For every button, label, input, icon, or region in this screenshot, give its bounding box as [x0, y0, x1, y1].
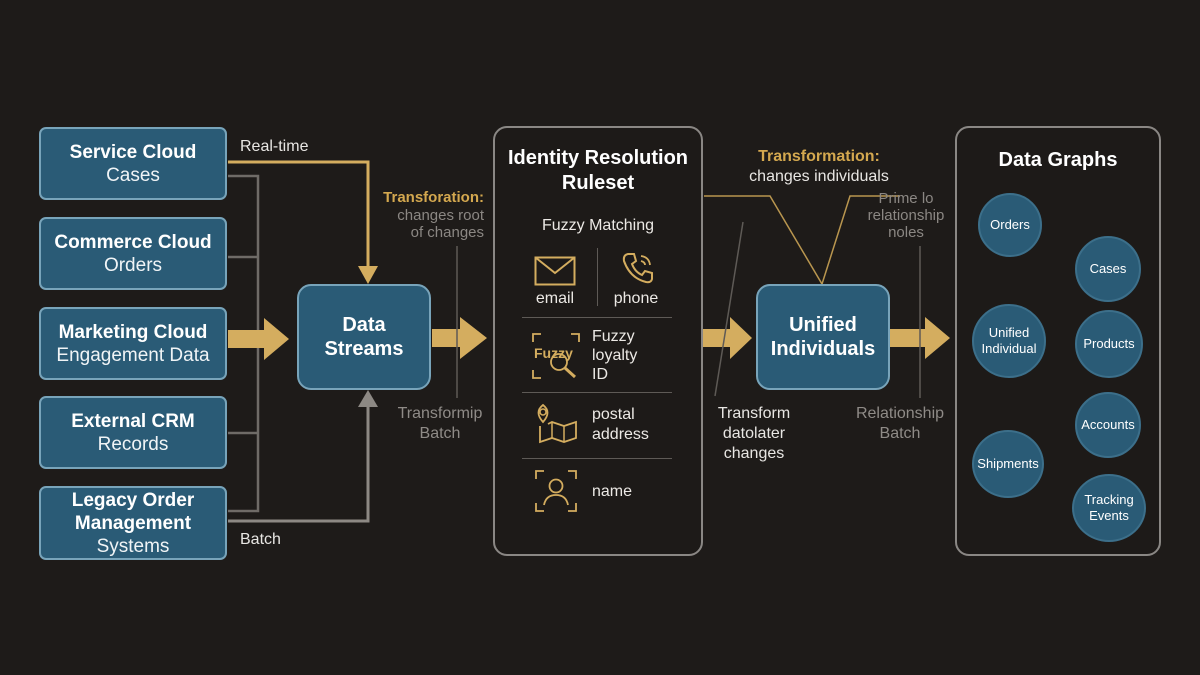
identity-title-line2: Ruleset	[561, 172, 635, 194]
transformation-label-line2: of changes	[410, 224, 484, 241]
relationship-batch-line2: Batch	[879, 425, 921, 442]
node-label: Accounts	[1081, 417, 1135, 432]
graph-node-unified-individual[interactable]: Unified Individual	[972, 304, 1046, 378]
node-label: Shipments	[977, 456, 1039, 471]
data-streams-box[interactable]: Data Streams	[297, 284, 431, 390]
transform-batch-label-line1: Transformip	[397, 405, 483, 422]
transformation2-label-line1: changes individuals	[749, 168, 889, 185]
node-label: Orders	[990, 217, 1030, 232]
fuzzy-icon-text: Fuzzy	[534, 345, 573, 361]
graph-node-tracking-events[interactable]: Tracking Events	[1072, 474, 1146, 542]
source-subtitle: Cases	[106, 164, 160, 186]
source-legacy-order-management[interactable]: Legacy Order Management Systems	[39, 486, 227, 560]
identity-resolution-panel: Identity Resolution Ruleset	[493, 126, 703, 556]
name-label: name	[592, 483, 633, 500]
source-subtitle: Systems	[96, 535, 170, 557]
identity-to-unified-arrow	[703, 317, 752, 359]
envelope-icon	[534, 256, 576, 291]
batch-connector	[228, 405, 370, 523]
source-title: Commerce Cloud	[54, 231, 212, 253]
identity-title-line1: Identity Resolution	[508, 147, 688, 169]
transformation2-label-title: Transformation:	[758, 148, 880, 165]
realtime-arrowhead	[358, 266, 378, 284]
prime-label-line1: Prime lo	[878, 190, 934, 207]
data-streams-line2: Streams	[324, 338, 404, 360]
map-pin-icon	[532, 402, 578, 451]
email-label: email	[535, 290, 575, 307]
transform-later-line	[714, 221, 744, 397]
graph-node-cases[interactable]: Cases	[1075, 236, 1141, 302]
transform-later-line3: changes	[723, 445, 785, 462]
source-external-crm[interactable]: External CRM Records	[39, 396, 227, 469]
marketing-to-streams-arrow	[228, 318, 289, 360]
rule-divider-1	[522, 317, 672, 318]
source-title: External CRM	[71, 410, 195, 432]
node-label-line1: Tracking	[1084, 492, 1134, 507]
source-title: Legacy Order	[71, 489, 195, 511]
loyalty-line1: Fuzzy	[592, 328, 635, 345]
transform-batch-label-line2: Batch	[419, 425, 461, 442]
data-graphs-title: Data Graphs	[998, 149, 1118, 171]
prime-label-line2: relationship	[867, 207, 945, 224]
person-scan-icon	[534, 469, 578, 518]
prime-label-line3: noles	[888, 224, 924, 241]
transform-later-line2: datolater	[722, 425, 786, 442]
source-commerce-cloud[interactable]: Commerce Cloud Orders	[39, 217, 227, 290]
transformation-label-line1: changes root	[397, 207, 484, 224]
source-service-cloud[interactable]: Service Cloud Cases	[39, 127, 227, 200]
data-streams-line1: Data	[342, 314, 386, 336]
node-label-line1: Unified	[988, 325, 1030, 340]
postal-line2: address	[592, 426, 649, 443]
node-label: Cases	[1089, 261, 1127, 276]
source-subtitle: Records	[97, 433, 169, 455]
fuzzy-matching-label: Fuzzy Matching	[541, 217, 655, 234]
batch-label: Batch	[240, 531, 281, 548]
node-label-line2: Individual	[981, 341, 1037, 356]
email-phone-divider	[597, 248, 598, 306]
rule-divider-2	[522, 392, 672, 393]
transformation-label-title: Transforation:	[383, 189, 484, 206]
node-label-line2: Events	[1089, 508, 1129, 523]
unified-line1: Unified	[789, 314, 857, 336]
source-subtitle: Engagement Data	[56, 344, 210, 366]
source-marketing-cloud[interactable]: Marketing Cloud Engagement Data	[39, 307, 227, 380]
realtime-label: Real-time	[240, 138, 309, 155]
fuzzy-search-icon: Fuzzy	[531, 332, 581, 380]
graph-node-accounts[interactable]: Accounts	[1075, 392, 1141, 458]
phone-icon	[620, 250, 656, 291]
loyalty-line3: ID	[592, 366, 608, 383]
node-label: Products	[1083, 336, 1135, 351]
relationship-batch-line1: Relationship	[855, 405, 945, 422]
postal-line1: postal	[592, 406, 635, 423]
source-title: Service Cloud	[69, 141, 197, 163]
unified-individuals-box[interactable]: Unified Individuals	[756, 284, 890, 390]
loyalty-line2: loyalty	[592, 347, 638, 364]
source-title-line2: Management	[74, 512, 192, 534]
graph-node-shipments[interactable]: Shipments	[972, 430, 1044, 498]
phone-label: phone	[613, 290, 659, 307]
unified-line2: Individuals	[770, 338, 876, 360]
streams-to-identity-arrow	[432, 317, 487, 359]
source-title: Marketing Cloud	[58, 321, 208, 343]
transform-later-line1: Transform	[717, 405, 791, 422]
graph-node-products[interactable]: Products	[1075, 310, 1143, 378]
source-subtitle: Orders	[103, 254, 163, 276]
realtime-connector	[228, 160, 370, 268]
graph-node-orders[interactable]: Orders	[978, 193, 1042, 257]
batch-arrowhead	[358, 390, 378, 407]
rule-divider-3	[522, 458, 672, 459]
